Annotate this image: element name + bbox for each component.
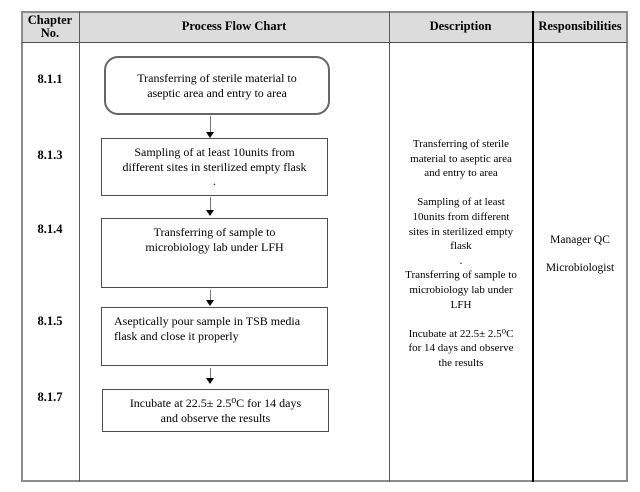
arrow-head-icon [206, 210, 214, 216]
arrow-shaft [210, 290, 211, 300]
description-text: Transferring of sterile material to asep… [405, 138, 517, 369]
arrow-head-icon [206, 378, 214, 384]
table-header-band [21, 11, 628, 43]
flow-step-transfer-to-lab: Transferring of sample to microbiology l… [101, 218, 328, 288]
column-divider-description-responsibilities [532, 11, 534, 482]
chapter-number-8-1-3: 8.1.3 [37, 148, 63, 162]
chapter-number-8-1-7: 8.1.7 [37, 390, 63, 404]
arrow-head-icon [206, 132, 214, 138]
flow-step-sampling-units: Sampling of at least 10units from differ… [101, 138, 328, 196]
arrow-shaft [210, 116, 211, 132]
flow-step-incubate: Incubate at 22.5± 2.5⁰C for 14 days and … [102, 389, 329, 432]
header-description: Description [429, 19, 492, 34]
header-chapter-no: Chapter No. [27, 12, 73, 40]
column-divider-chapter-flow [79, 11, 80, 482]
header-process-flow-chart: Process Flow Chart [181, 19, 287, 34]
flow-step-transfer-sterile-material: Transferring of sterile material to asep… [104, 56, 330, 115]
arrow-shaft [210, 368, 211, 378]
arrow-shaft [210, 197, 211, 210]
chapter-number-8-1-1: 8.1.1 [37, 72, 63, 86]
column-divider-flow-description [389, 11, 390, 482]
arrow-head-icon [206, 300, 214, 306]
flow-step-pour-tsb-media: Aseptically pour sample in TSB media fla… [101, 307, 328, 366]
chapter-number-8-1-4: 8.1.4 [37, 222, 63, 236]
chapter-number-8-1-5: 8.1.5 [37, 314, 63, 328]
header-responsibilities: Responsibilities [538, 19, 622, 34]
responsibilities-text: Manager QC Microbiologist [545, 234, 615, 274]
